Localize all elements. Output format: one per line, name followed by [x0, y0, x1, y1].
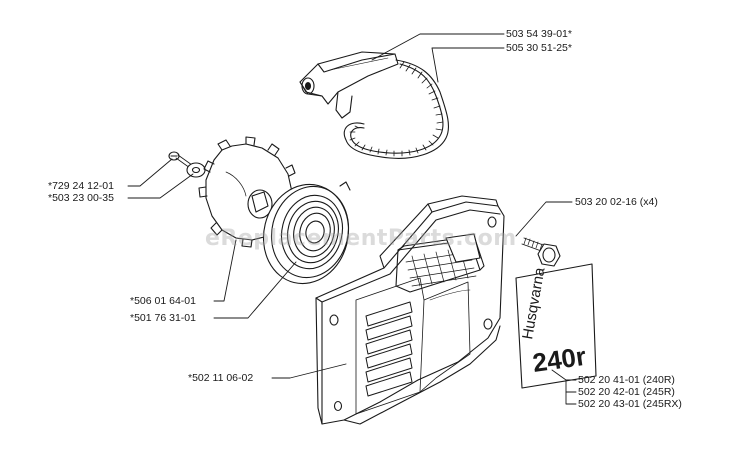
starter-handle: [299, 51, 399, 119]
label-decal-240r: 502 20 41-01 (240R): [578, 374, 675, 386]
starter-cover: [315, 195, 505, 425]
recoil-spring: [262, 181, 351, 285]
leader-lines: [127, 33, 577, 405]
washer: [186, 162, 206, 178]
label-decal-245r: 502 20 42-01 (245R): [578, 386, 675, 398]
screw: [168, 151, 193, 169]
label-cord: 505 30 51-25*: [506, 42, 572, 54]
watermark: eReplacementParts.com: [205, 226, 517, 251]
label-pulley: *506 01 64-01: [130, 295, 196, 307]
label-spring: *501 76 31-01: [130, 312, 196, 324]
model-decal: [515, 263, 597, 389]
decal-model-text: 240r: [531, 341, 588, 378]
label-decal-245rx: 502 20 43-01 (245RX): [578, 398, 682, 410]
label-cover: *502 11 06-02: [188, 372, 254, 384]
starter-cord: [343, 59, 449, 159]
label-washer: *503 23 00-35: [48, 192, 114, 204]
bolt: [521, 237, 561, 267]
label-screw: *729 24 12-01: [48, 180, 114, 192]
label-bolt: 503 20 02-16 (x4): [575, 196, 658, 208]
label-handle: 503 54 39-01*: [506, 28, 572, 40]
